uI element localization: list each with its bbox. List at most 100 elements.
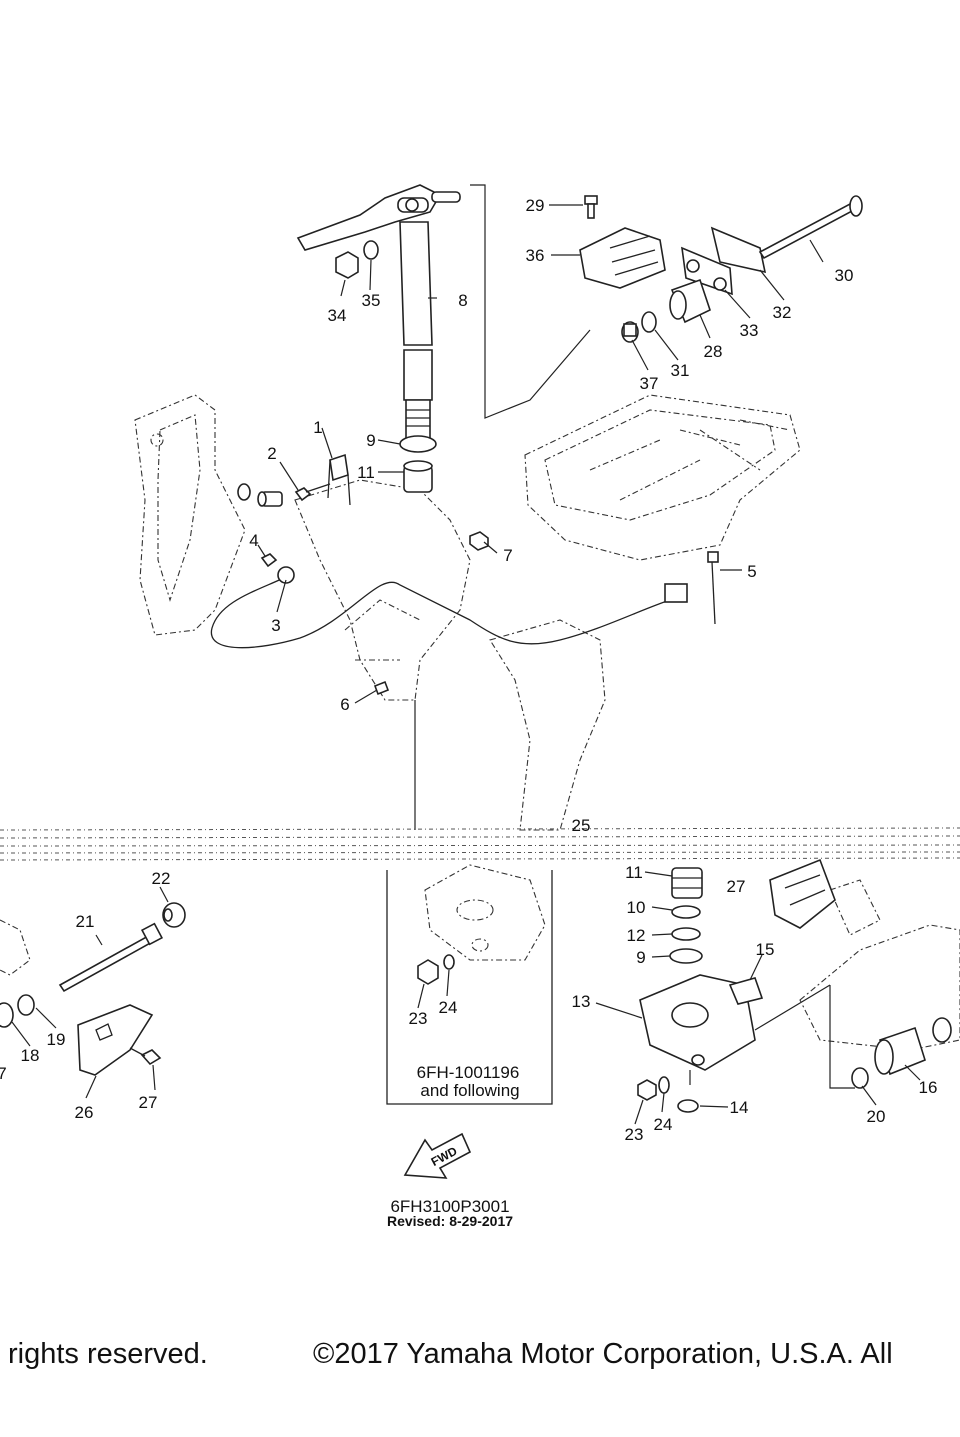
washer-24-inset: [443, 954, 455, 970]
callout-20: 20: [867, 1107, 886, 1126]
mount-rubber-16: [874, 1026, 926, 1076]
callout-37: 37: [640, 374, 659, 393]
clamp-1: [327, 453, 351, 506]
washer-35: [363, 240, 379, 260]
mount-rubber-28: [669, 278, 711, 324]
swivel-outline: [294, 479, 606, 831]
leader-lines-lower-right: [829, 985, 921, 1106]
mount-rubber-25: [769, 858, 836, 929]
callout-23-lower: 23: [625, 1125, 644, 1144]
callout-11-lower: 11: [625, 863, 643, 882]
bushing-26: [77, 1004, 154, 1076]
bolt-4: [260, 553, 278, 568]
lower-right-bracket-outline: [799, 879, 960, 1051]
callout-14: 14: [730, 1098, 749, 1117]
washer-left: [237, 483, 251, 501]
parts-diagram: FWD 29 36 30 32 33 28 31 37 8 34 35 9 11…: [0, 184, 960, 1229]
callout-27-lower-right: 27: [727, 877, 746, 896]
callout-6: 6: [340, 695, 349, 714]
callout-11-upper: 11: [357, 463, 375, 482]
callout-24-lower: 24: [654, 1115, 673, 1134]
bolt-2: [294, 483, 331, 502]
callout-29: 29: [526, 196, 545, 215]
callout-22: 22: [152, 869, 171, 888]
inset-serial-note-2: and following: [420, 1081, 519, 1100]
revision-date: Revised: 8-29-2017: [387, 1213, 513, 1229]
drawing-code: 6FH3100P3001: [390, 1197, 509, 1216]
callout-16: 16: [919, 1078, 938, 1097]
callout-8: 8: [458, 291, 467, 310]
callout-15: 15: [756, 940, 775, 959]
bolt-30: [758, 195, 863, 260]
callout-4: 4: [249, 531, 258, 550]
callout-27-lower-left: 27: [139, 1093, 158, 1112]
copyright-strip: rights reserved. ©2017 Yamaha Motor Corp…: [0, 1338, 960, 1378]
callout-25: 25: [572, 816, 591, 835]
bolt-21: [58, 922, 164, 993]
collar-22: [162, 902, 186, 928]
callout-31: 31: [671, 361, 690, 380]
callout-18: 18: [21, 1046, 40, 1065]
lower-left-bracket-outline: [0, 919, 31, 976]
bolt-29: [584, 195, 598, 219]
leader-lines-lower-left: [11, 886, 169, 1099]
clip-14: [677, 1099, 699, 1113]
washer-31: [641, 311, 657, 333]
ground-wire: [210, 566, 688, 649]
pin-left: [257, 491, 283, 507]
washer-12: [671, 927, 701, 941]
nut-23-lower: [637, 1079, 657, 1101]
washer-18: [0, 1002, 14, 1028]
callout-24-inset: 24: [439, 998, 458, 1017]
callout-17-partial: 7: [0, 1064, 7, 1083]
callout-34: 34: [328, 306, 347, 325]
callout-9-lower: 9: [636, 948, 645, 967]
washer-10: [671, 905, 701, 919]
bushing-11-lower: [671, 867, 703, 899]
nut-7: [469, 531, 489, 551]
callout-23-inset: 23: [409, 1009, 428, 1028]
callout-3: 3: [271, 616, 280, 635]
washer-right: [932, 1017, 952, 1043]
bracket-13: [639, 974, 756, 1071]
inset-serial-note: 6FH-1001196: [417, 1063, 520, 1082]
bushing-11-upper: [403, 460, 433, 493]
leader-lines-lower-center: [595, 871, 831, 1125]
callout-5: 5: [747, 562, 756, 581]
washer-20: [851, 1067, 869, 1089]
steering-arm: [296, 184, 461, 441]
pin-15: [728, 977, 764, 1005]
copyright-fragment-left: ©2017 Yamaha Motor Corporation, U.S.A. A…: [313, 1338, 893, 1370]
callout-7-upper: 7: [503, 546, 512, 565]
plate-32: [710, 226, 767, 274]
engine-base-outline: [524, 394, 801, 561]
washer-9-lower: [669, 948, 703, 964]
callout-2: 2: [267, 444, 276, 463]
callout-12: 12: [627, 926, 646, 945]
plate-33: [681, 246, 733, 296]
scan-noise-band: [0, 827, 960, 861]
washer-9-upper: [399, 435, 437, 453]
nut-34: [335, 251, 359, 279]
callout-28: 28: [704, 342, 723, 361]
nut-23-inset: [417, 959, 439, 985]
cable-tie-5: [707, 551, 719, 625]
mount-housing-36: [579, 227, 666, 289]
callout-10: 10: [627, 898, 646, 917]
callout-26: 26: [75, 1103, 94, 1122]
callout-36: 36: [526, 246, 545, 265]
copyright-fragment-right: rights reserved.: [8, 1338, 208, 1370]
washer-19: [17, 994, 35, 1016]
fwd-arrow-icon: FWD: [403, 1132, 472, 1179]
callout-33: 33: [740, 321, 759, 340]
callout-9-upper: 9: [366, 431, 375, 450]
callout-1: 1: [313, 418, 322, 437]
reference-line-upper: [470, 184, 591, 419]
bracket-outline: [134, 394, 246, 636]
callout-30: 30: [835, 266, 854, 285]
collar-37: [621, 321, 639, 343]
callout-35: 35: [362, 291, 381, 310]
callout-21: 21: [76, 912, 95, 931]
leader-lines-upper: [257, 204, 824, 830]
callout-32: 32: [773, 303, 792, 322]
